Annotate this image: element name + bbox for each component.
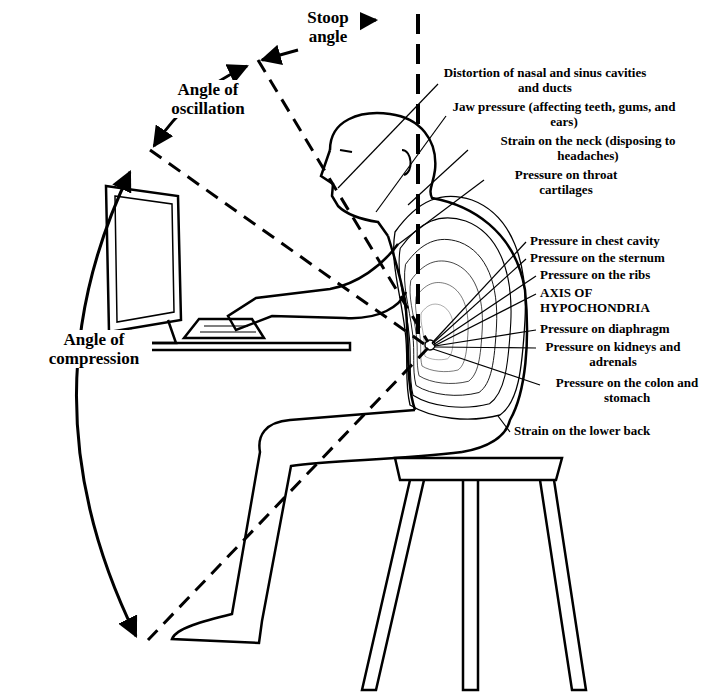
- angle-label: Angle of oscillation: [150, 80, 266, 118]
- callout-label: Jaw pressure (affecting teeth, gums, and…: [448, 100, 680, 129]
- callout-label: Pressure on kidneys and adrenals: [538, 340, 688, 369]
- callout-label: Strain on the neck (disposing to headach…: [470, 134, 706, 163]
- callout-label: Strain on the lower back: [512, 424, 652, 439]
- callout-label: Distortion of nasal and sinus cavities a…: [440, 66, 650, 95]
- callout-label: Pressure in chest cavity: [528, 234, 662, 249]
- angle-lines: [76, 14, 428, 640]
- callout-label: Pressure on the sternum: [528, 251, 667, 266]
- callout-label: Pressure on the colon and stomach: [542, 376, 712, 405]
- callout-label: Pressure on throat cartilages: [486, 168, 646, 197]
- callout-label: Pressure on the ribs: [538, 268, 652, 283]
- angle-label: Angle of compression: [36, 330, 152, 368]
- axis-label: AXIS OF HYPOCHONDRIA: [538, 286, 666, 315]
- callout-label: Pressure on diaphragm: [538, 322, 672, 337]
- angle-label: Stoop angle: [296, 8, 360, 46]
